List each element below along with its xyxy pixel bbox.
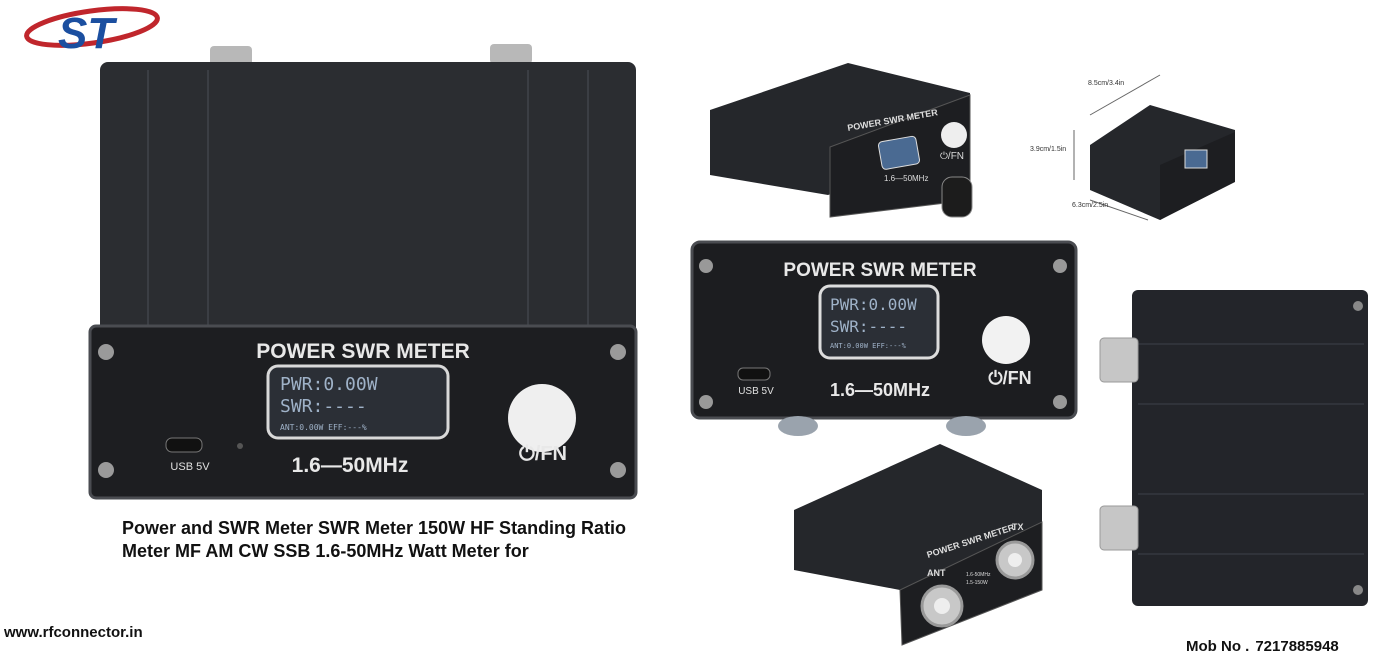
usb-port [165,437,203,453]
side-connector-bottom [1099,505,1139,551]
angled-freq: 1.6—50MHz [884,174,928,183]
display-screen [266,364,450,440]
front-view-swr: SWR:---- [830,317,907,336]
screen-ant: ANT:0.00W EFF:---% [280,423,367,432]
main-device-image: POWER SWR METER PWR:0.00W SWR:---- ANT:0… [88,44,638,500]
back-tx: TX [1012,522,1024,532]
panel-title: POWER SWR METER [256,340,470,363]
fn-label: ⏻/FN [519,443,567,465]
dim-length: 8.5cm/3.4in [1088,80,1125,87]
back-spec2: 1.5-150W [966,580,988,586]
back-spec1: 1.6-50MHz [966,572,991,578]
dim-width: 6.3cm/2.5in [1072,202,1109,209]
front-view-pwr: PWR:0.00W [830,295,917,314]
product-caption: Power and SWR Meter SWR Meter 150W HF St… [122,518,627,561]
power-button [508,384,576,452]
logo: ST [24,6,160,58]
front-view-usb: USB 5V [738,386,774,397]
front-view-image: POWER SWR METER PWR:0.00W SWR:---- ANT:0… [690,240,1078,436]
screen-swr: SWR:---- [280,396,367,417]
logo-swoosh [24,6,160,48]
side-view-image [1099,290,1368,606]
back-ant: ANT [927,568,946,578]
front-view-ant: ANT:0.00W EFF:---% [830,342,907,350]
side-body [1132,290,1368,606]
usb-label: USB 5V [170,461,210,473]
front-view-freq: 1.6—50MHz [830,380,930,400]
mobile-label: Mob No . [1186,638,1250,655]
screen-pwr: PWR:0.00W [280,374,378,395]
dim-height: 3.9cm/1.5in [1030,146,1067,153]
logo-text: ST [58,9,117,58]
front-view-fn: ⏻/FN [988,368,1031,388]
connector [490,44,532,64]
front-view-title: POWER SWR METER [783,260,976,281]
front-view-screen [818,284,940,360]
connector [210,46,252,66]
side-connector-top [1099,337,1139,383]
back-view-image: POWER SWR METER ANT TX 1.6-50MHz 1.5-150… [794,444,1043,646]
dimensions-diagram: 8.5cm/3.4in 3.9cm/1.5in 6.3cm/2.5in [1030,70,1280,230]
mobile-number: Mob No . 7217885948 [1186,638,1339,655]
angled-fn: ⏻/FN [940,151,964,162]
device-angle-image: POWER SWR METER ⏻/FN 1.6—50MHz [710,63,973,218]
website-link[interactable]: www.rfconnector.in [4,624,143,641]
freq-label: 1.6—50MHz [292,454,409,477]
mobile-value: 7217885948 [1255,638,1339,655]
